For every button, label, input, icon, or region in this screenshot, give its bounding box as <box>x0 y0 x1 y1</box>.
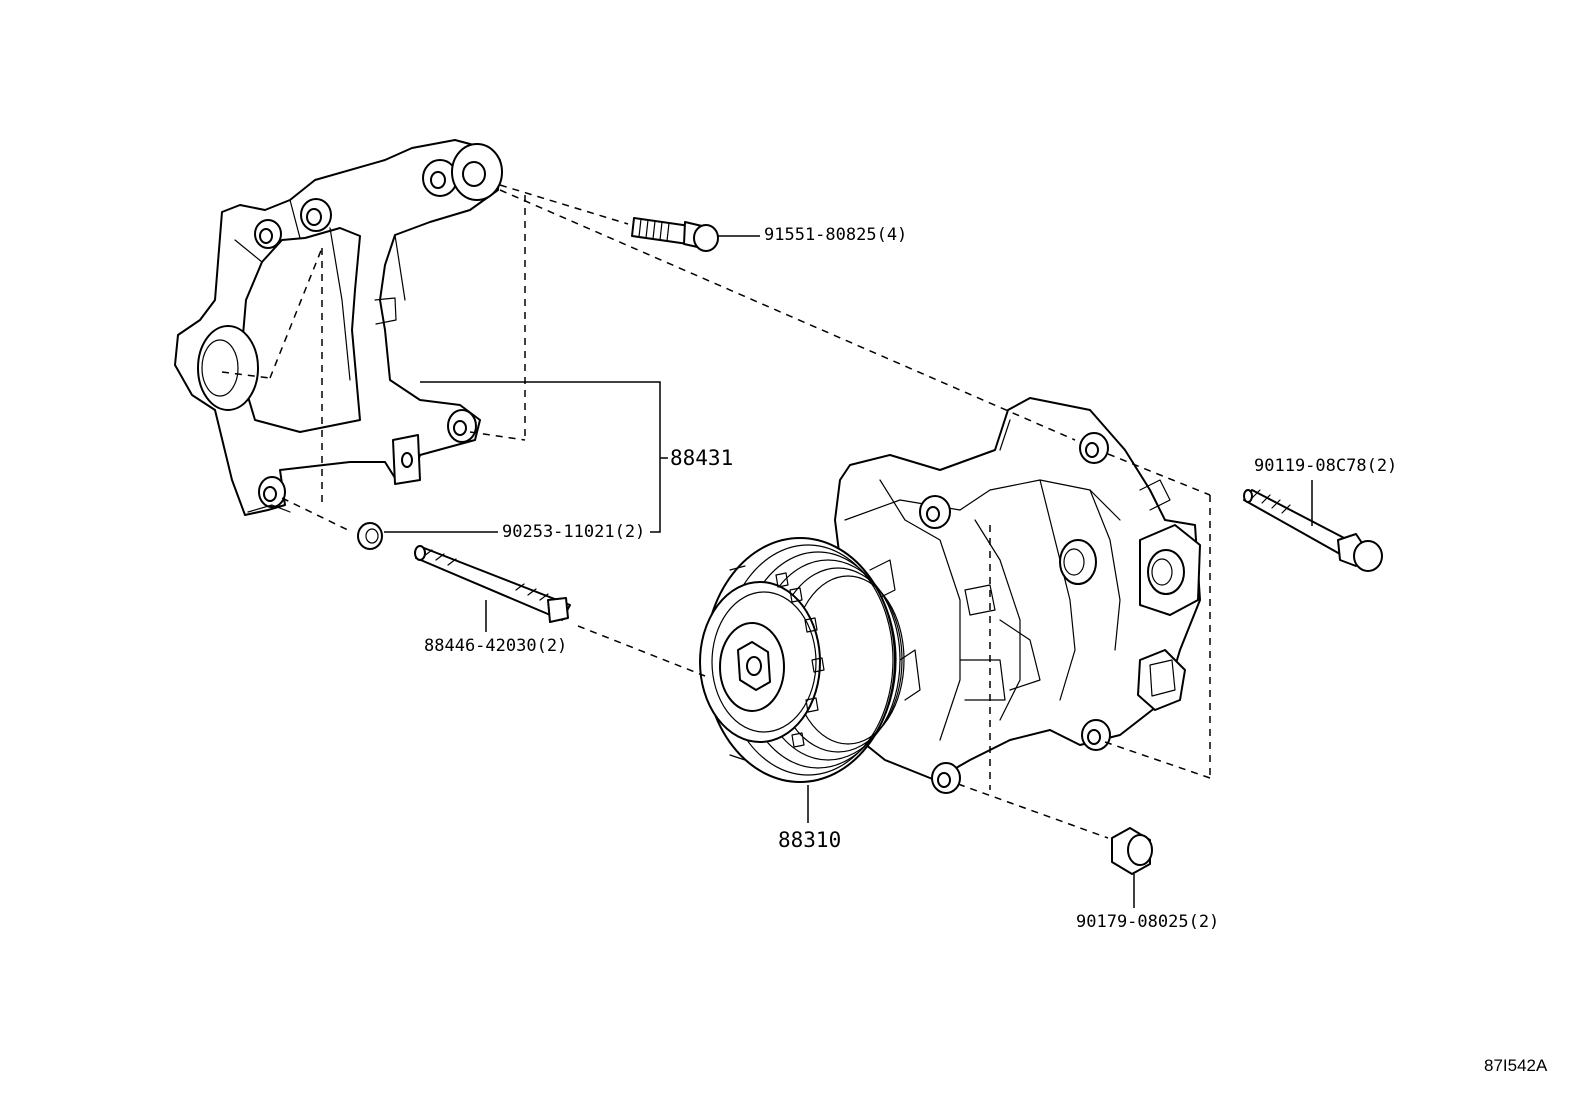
bolt-compressor-mount <box>1243 489 1383 572</box>
nut <box>1111 827 1153 875</box>
callout-91551-80825[interactable]: 91551-80825(4) <box>764 225 908 245</box>
stud-bolt <box>414 545 571 623</box>
ac-compressor <box>699 397 1201 794</box>
callout-88310[interactable]: 88310 <box>778 828 842 852</box>
alignment-lines <box>221 184 1211 839</box>
callout-88431[interactable]: 88431 <box>670 446 734 470</box>
callout-90179-08025[interactable]: 90179-08025(2) <box>1076 912 1220 932</box>
callout-88446-42030[interactable]: 88446-42030(2) <box>424 636 568 656</box>
diagram-code: 87I542A <box>1484 1056 1548 1075</box>
bolt-bracket-mount <box>631 217 719 252</box>
leader-lines <box>384 235 1313 908</box>
callout-90119-08C78[interactable]: 90119-08C78(2) <box>1254 456 1398 476</box>
callout-90253-11021[interactable]: 90253-11021(2) <box>502 522 646 542</box>
compressor-bracket <box>174 139 503 516</box>
bracket-collar <box>357 522 383 550</box>
